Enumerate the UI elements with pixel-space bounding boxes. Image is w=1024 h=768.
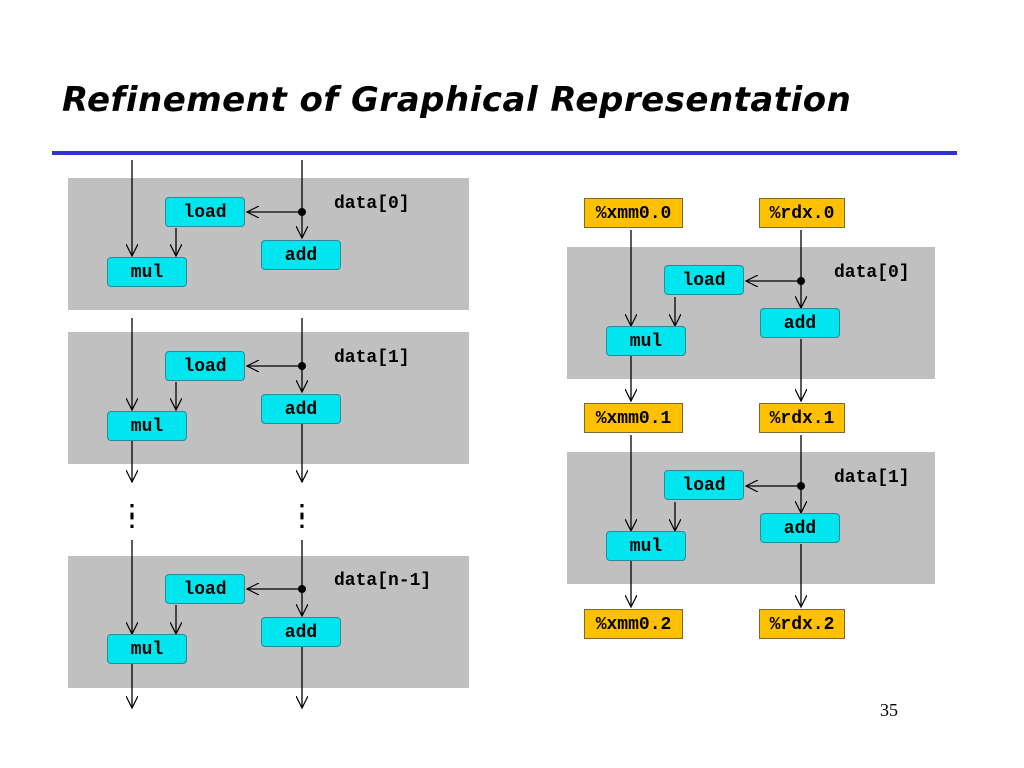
mul-op: mul <box>606 326 686 356</box>
data-label: data[0] <box>834 263 910 283</box>
register-rdx-1: %rdx.1 <box>759 403 845 433</box>
mul-op: mul <box>107 634 187 664</box>
ellipsis-right-b: : <box>295 510 309 535</box>
add-op: add <box>760 308 840 338</box>
add-op: add <box>760 513 840 543</box>
right-block-0 <box>567 247 935 379</box>
ellipsis-right: : <box>295 498 309 523</box>
data-label: data[1] <box>834 468 910 488</box>
load-op: load <box>165 197 245 227</box>
register-xmm0-2: %xmm0.2 <box>584 609 683 639</box>
load-op: load <box>664 470 744 500</box>
register-xmm0-1: %xmm0.1 <box>584 403 683 433</box>
mul-op: mul <box>107 257 187 287</box>
data-label: data[1] <box>334 348 410 368</box>
data-label: data[0] <box>334 194 410 214</box>
add-op: add <box>261 394 341 424</box>
load-op: load <box>165 574 245 604</box>
title-underline <box>52 151 957 155</box>
right-block-1 <box>567 452 935 584</box>
mul-op: mul <box>107 411 187 441</box>
ellipsis-left-b: : <box>125 510 139 535</box>
mul-op: mul <box>606 531 686 561</box>
page-number: 35 <box>880 700 898 720</box>
register-rdx-0: %rdx.0 <box>759 198 845 228</box>
ellipsis-left: : <box>125 498 139 523</box>
add-op: add <box>261 617 341 647</box>
load-op: load <box>664 265 744 295</box>
register-xmm0-0: %xmm0.0 <box>584 198 683 228</box>
data-label: data[n-1] <box>334 571 432 591</box>
add-op: add <box>261 240 341 270</box>
slide-title: Refinement of Graphical Representation <box>62 80 852 120</box>
load-op: load <box>165 351 245 381</box>
register-rdx-2: %rdx.2 <box>759 609 845 639</box>
